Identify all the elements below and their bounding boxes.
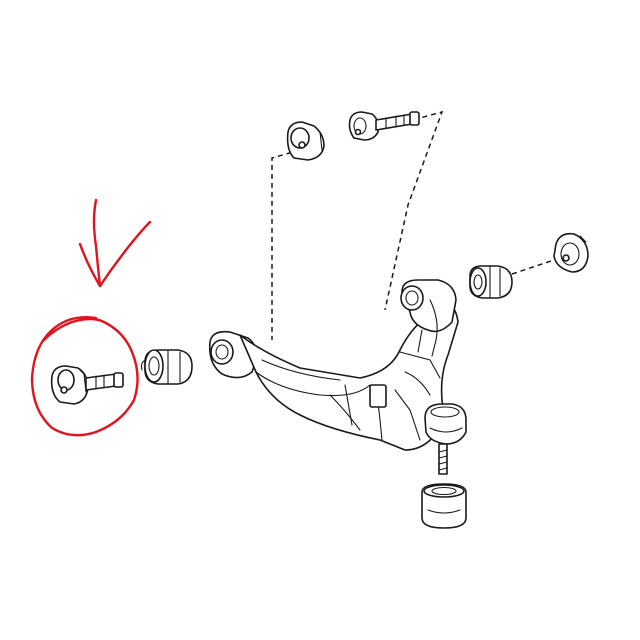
cam-plate-front — [553, 232, 589, 273]
bushing-front — [469, 265, 513, 299]
highlight-circle — [30, 316, 139, 437]
ball-joint-housing — [424, 403, 467, 445]
control-arm-body — [239, 303, 459, 451]
control-arm — [208, 279, 459, 451]
control-arm-stud — [369, 384, 387, 408]
cam-bolt-upper — [348, 111, 420, 141]
dashed-guide-front-cam — [511, 257, 561, 275]
ball-joint-stud — [438, 443, 448, 475]
checkmark-arrow — [92, 198, 152, 288]
dashed-guide-right — [384, 110, 444, 311]
control-arm-front-eye-hole — [400, 285, 424, 311]
ball-joint — [424, 403, 467, 475]
dashed-guide-left — [271, 149, 301, 340]
bushing-rear — [140, 349, 193, 385]
ball-joint-boot — [421, 483, 467, 529]
annotation-marker — [30, 198, 152, 437]
control-arm-rear-eye-hole — [210, 339, 234, 365]
cam-bolt-rear — [50, 365, 124, 405]
adjusting-cam-upper — [286, 121, 325, 161]
